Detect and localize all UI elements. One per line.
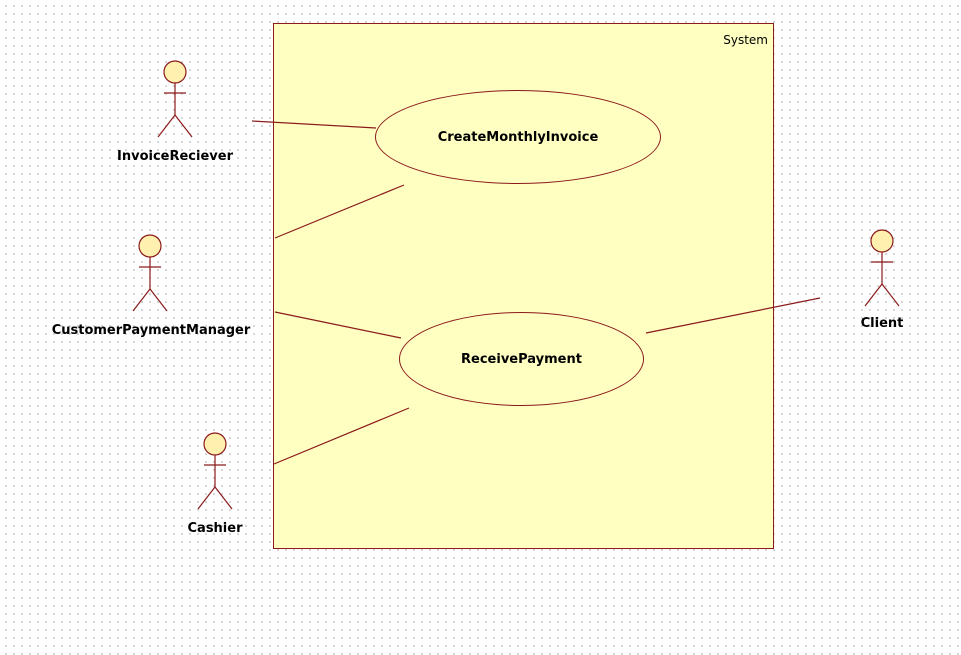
usecase-label: ReceivePayment — [461, 351, 582, 367]
actor-invoice-reciever-icon[interactable] — [155, 60, 195, 140]
actor-label-client: Client — [860, 316, 904, 331]
association-invoice-create[interactable] — [251, 120, 377, 129]
usecase-create-monthly-invoice[interactable]: CreateMonthlyInvoice — [375, 90, 661, 184]
association-manager-create[interactable] — [274, 184, 405, 239]
actor-label-cashier: Cashier — [187, 521, 243, 536]
system-label: System — [723, 33, 768, 47]
association-cashier-receive[interactable] — [273, 407, 410, 465]
association-client-receive[interactable] — [645, 297, 821, 334]
actor-label-customer-payment-manager: CustomerPaymentManager — [51, 323, 251, 338]
actor-client-icon[interactable] — [862, 229, 902, 309]
actor-cashier-icon[interactable] — [195, 432, 235, 512]
actor-customer-payment-manager-icon[interactable] — [130, 234, 170, 314]
usecase-label: CreateMonthlyInvoice — [437, 129, 599, 145]
association-manager-receive[interactable] — [274, 311, 402, 339]
actor-label-invoice-reciever: InvoiceReciever — [117, 149, 233, 164]
usecase-receive-payment[interactable]: ReceivePayment — [399, 312, 644, 406]
